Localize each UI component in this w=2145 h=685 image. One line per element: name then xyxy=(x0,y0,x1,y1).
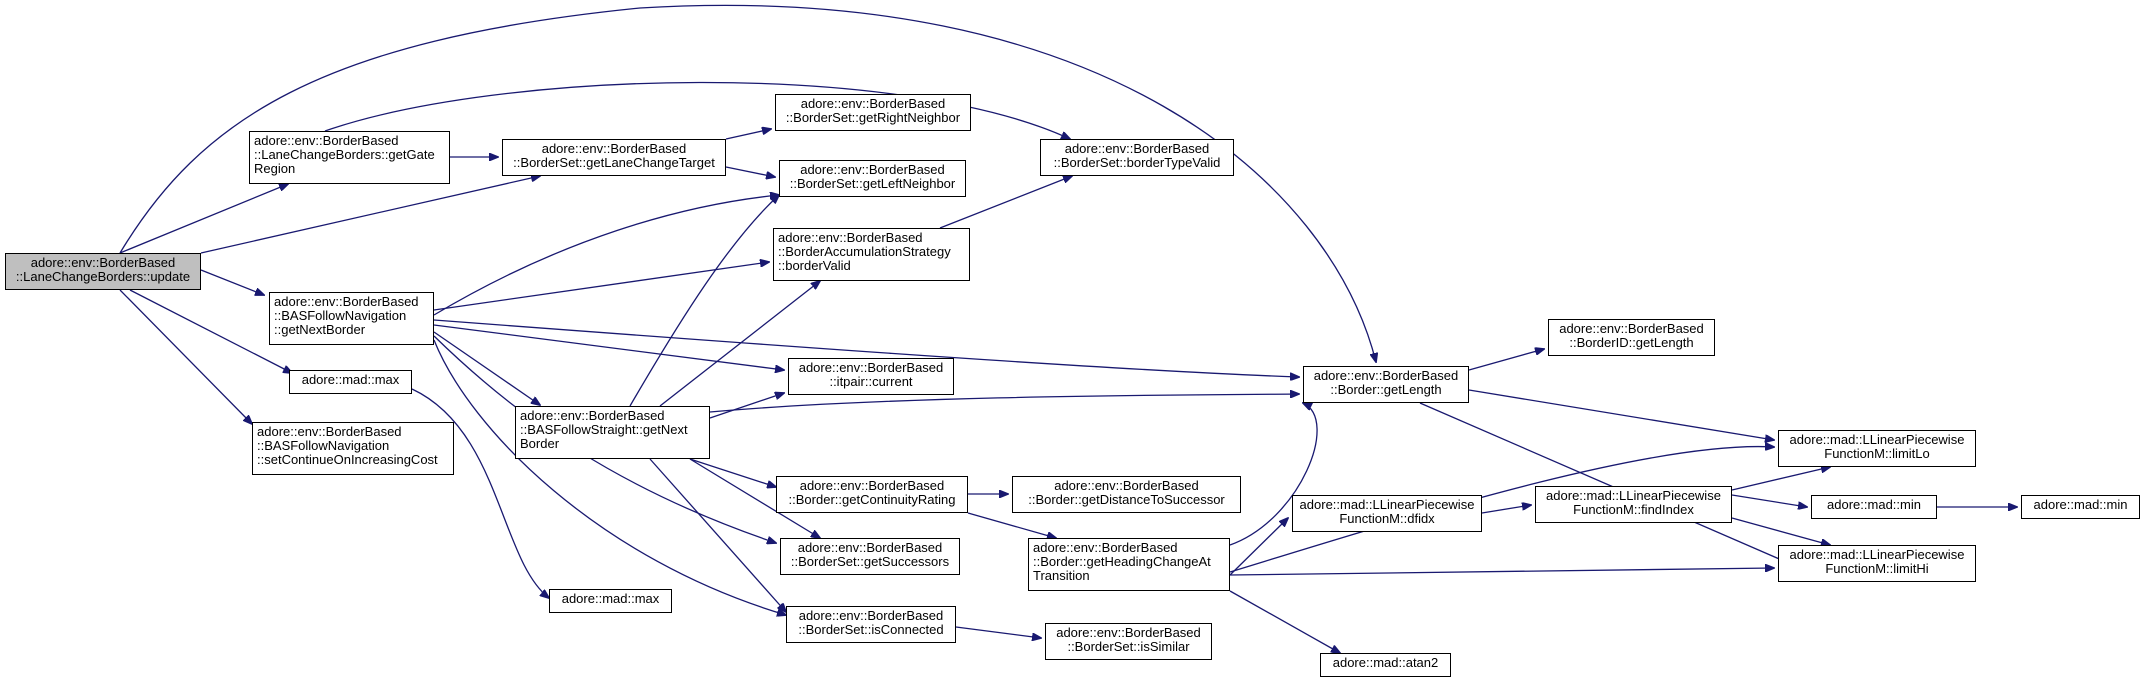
call-edge xyxy=(200,176,540,254)
node-mad-min[interactable]: adore::mad::min xyxy=(1811,495,1937,519)
node-basfollownavigation-getnextborder[interactable]: adore::env::BorderBased ::BASFollowNavig… xyxy=(269,292,434,345)
call-edge xyxy=(1419,402,1800,568)
call-edge xyxy=(689,458,820,538)
call-edge xyxy=(1229,403,1318,546)
call-edge xyxy=(433,324,784,370)
node-borderset-bordertypevalid[interactable]: adore::env::BorderBased ::BorderSet::bor… xyxy=(1040,139,1234,176)
node-basfollowstraight-getnextborder[interactable]: adore::env::BorderBased ::BASFollowStrai… xyxy=(515,406,710,459)
node-borderid-getlength[interactable]: adore::env::BorderBased ::BorderID::getL… xyxy=(1548,319,1715,356)
call-edge xyxy=(725,166,775,177)
node-llinearpiecewisefunctionm-findindex[interactable]: adore::mad::LLinearPiecewise FunctionM::… xyxy=(1535,486,1732,523)
call-edge xyxy=(1229,568,1774,576)
call-edge xyxy=(1468,389,1774,440)
call-edge xyxy=(324,81,1070,139)
node-borderset-isconnected[interactable]: adore::env::BorderBased ::BorderSet::isC… xyxy=(786,606,956,643)
call-edge xyxy=(1481,505,1531,514)
call-edge xyxy=(649,458,786,612)
node-llinearpiecewisefunctionm-dfidx[interactable]: adore::mad::LLinearPiecewise FunctionM::… xyxy=(1292,495,1482,532)
call-edge xyxy=(1731,494,1807,507)
call-edge xyxy=(433,331,540,405)
call-edge xyxy=(433,339,786,615)
call-edge xyxy=(659,281,820,407)
call-edge xyxy=(1229,590,1340,653)
node-basfollownavigation-setcontinueonincreasingcost[interactable]: adore::env::BorderBased ::BASFollowNavig… xyxy=(252,422,454,475)
node-llinearpiecewisefunctionm-limitlo[interactable]: adore::mad::LLinearPiecewise FunctionM::… xyxy=(1778,430,1976,467)
node-borderset-getleftneighbor[interactable]: adore::env::BorderBased ::BorderSet::get… xyxy=(779,160,966,197)
node-mad-max-2[interactable]: adore::mad::max xyxy=(549,589,672,613)
node-borderset-getrightneighbor[interactable]: adore::env::BorderBased ::BorderSet::get… xyxy=(775,94,971,131)
call-edge xyxy=(411,388,549,598)
call-edge xyxy=(939,176,1072,229)
node-borderaccumulationstrategy-bordervalid[interactable]: adore::env::BorderBased ::BorderAccumula… xyxy=(773,228,970,281)
call-edge xyxy=(725,129,771,140)
call-edge xyxy=(433,262,769,311)
call-edge xyxy=(709,394,1299,413)
call-edge xyxy=(119,289,252,424)
call-edge xyxy=(689,458,776,487)
call-edge xyxy=(129,289,292,373)
call-edge xyxy=(1229,447,1774,573)
call-edge xyxy=(1468,349,1544,371)
call-edge xyxy=(119,184,288,254)
node-border-getlength[interactable]: adore::env::BorderBased ::Border::getLen… xyxy=(1303,366,1469,403)
call-edge xyxy=(629,195,779,407)
node-mad-atan2[interactable]: adore::mad::atan2 xyxy=(1320,653,1451,677)
call-edge xyxy=(967,512,1056,538)
call-edge xyxy=(433,195,779,316)
node-itpair-current[interactable]: adore::env::BorderBased ::itpair::curren… xyxy=(788,358,954,395)
call-edge xyxy=(433,319,1299,377)
node-lanechangeborders-update: adore::env::BorderBased ::LaneChangeBord… xyxy=(5,253,201,290)
call-edge xyxy=(1229,518,1288,576)
node-llinearpiecewisefunctionm-limithi[interactable]: adore::mad::LLinearPiecewise FunctionM::… xyxy=(1778,545,1976,582)
call-edge xyxy=(1731,517,1830,545)
node-border-getcontinuityrating[interactable]: adore::env::BorderBased ::Border::getCon… xyxy=(776,476,968,513)
call-edge xyxy=(1731,467,1830,491)
call-edge xyxy=(119,4,1376,362)
node-lanechangeborders-getgateregion[interactable]: adore::env::BorderBased ::LaneChangeBord… xyxy=(249,131,450,184)
call-edge xyxy=(200,269,264,295)
call-edge xyxy=(709,393,784,419)
node-borderset-getsuccessors[interactable]: adore::env::BorderBased ::BorderSet::get… xyxy=(780,538,960,575)
node-borderset-getlanechangetarget[interactable]: adore::env::BorderBased ::BorderSet::get… xyxy=(502,139,726,176)
node-borderset-issimilar[interactable]: adore::env::BorderBased ::BorderSet::isS… xyxy=(1045,623,1212,660)
node-border-getdistancetosuccessor[interactable]: adore::env::BorderBased ::Border::getDis… xyxy=(1012,476,1241,513)
node-mad-max[interactable]: adore::mad::max xyxy=(289,370,412,394)
node-border-getheadingchangeattransition[interactable]: adore::env::BorderBased ::Border::getHea… xyxy=(1028,538,1230,591)
node-mad-min-2[interactable]: adore::mad::min xyxy=(2021,495,2140,519)
call-edge xyxy=(955,626,1041,638)
